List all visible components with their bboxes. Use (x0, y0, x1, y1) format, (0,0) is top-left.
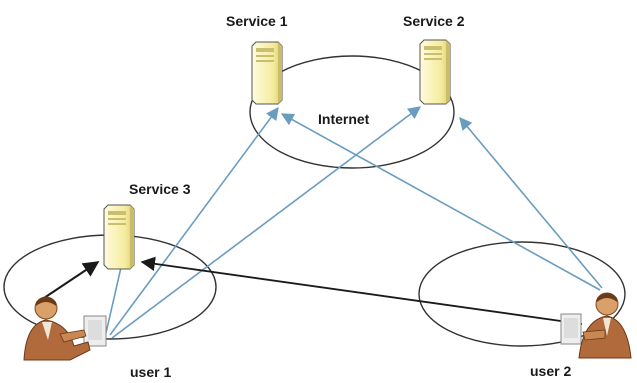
service3-server-icon (103, 204, 135, 270)
link-user2-service3 (140, 256, 583, 325)
user2-network-ellipse (418, 241, 626, 347)
service1-server-icon (251, 41, 283, 105)
link-user1-service3-black (43, 261, 100, 299)
user2-person-icon (560, 292, 632, 359)
service2-label: Service 2 (403, 13, 465, 29)
user1-label: user 1 (130, 364, 171, 380)
service3-label: Service 3 (129, 181, 191, 197)
service1-label: Service 1 (226, 13, 288, 29)
service2-server-icon (419, 39, 451, 105)
link-user2-service2 (459, 117, 603, 289)
user2-label: user 2 (530, 363, 571, 379)
internet-label: Internet (318, 111, 370, 127)
internet-ellipse (249, 55, 455, 169)
link-user1-service1 (109, 106, 279, 336)
link-user2-service1 (280, 113, 601, 291)
link-user1-service2 (111, 106, 422, 339)
user1-person-icon (23, 296, 107, 361)
